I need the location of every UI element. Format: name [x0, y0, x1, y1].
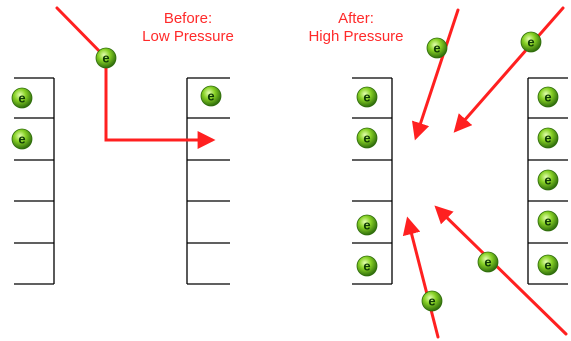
electron-icon: [421, 290, 443, 312]
after-left-particle-3: e: [356, 214, 378, 236]
before-left-particle-2: e: [11, 128, 33, 150]
before-title-line1: Before:: [163, 10, 213, 27]
after-caption: After: High Pressure: [286, 10, 426, 46]
electron-icon: [11, 87, 33, 109]
after-arrow-1: [411, 8, 460, 141]
electron-icon: [356, 214, 378, 236]
after-incoming-particle-3: e: [477, 251, 499, 273]
after-right-particle-5: e: [537, 254, 559, 276]
before-right-wall: [186, 77, 230, 285]
electron-label: e: [544, 173, 551, 188]
electron-icon: [426, 37, 448, 59]
after-title-line2: High Pressure: [308, 28, 404, 45]
electron-icon: [95, 47, 117, 69]
particles-group: e e e e e e e e e e e e e e e e e: [11, 31, 559, 312]
after-right-particle-4: e: [537, 210, 559, 232]
before-title-line2: Low Pressure: [142, 28, 234, 45]
after-right-particle-1: e: [537, 86, 559, 108]
electron-icon: [356, 86, 378, 108]
electron-icon: [356, 255, 378, 277]
electron-label: e: [363, 90, 370, 105]
electron-label: e: [428, 294, 435, 309]
before-left-particle-1: e: [11, 87, 33, 109]
before-particle-moving: e: [95, 47, 117, 69]
electron-icon: [537, 169, 559, 191]
after-right-wall: [527, 77, 568, 285]
before-caption: Before: Low Pressure: [108, 10, 268, 46]
electron-label: e: [207, 89, 214, 104]
electron-label: e: [544, 131, 551, 146]
electron-label: e: [433, 41, 440, 56]
before-left-wall: [14, 77, 55, 285]
after-arrow-3: [402, 216, 440, 339]
before-arrow-path: [55, 6, 216, 149]
electron-icon: [477, 251, 499, 273]
electron-label: e: [18, 91, 25, 106]
after-arrow-4: [434, 205, 568, 336]
after-arrow-2: [453, 6, 565, 133]
electron-label: e: [363, 131, 370, 146]
after-title-line1: After:: [338, 10, 374, 27]
electron-label: e: [544, 90, 551, 105]
electron-icon: [537, 254, 559, 276]
after-right-particle-2: e: [537, 127, 559, 149]
electron-icon: [11, 128, 33, 150]
electron-label: e: [18, 132, 25, 147]
electron-label: e: [544, 214, 551, 229]
after-left-wall: [352, 77, 393, 285]
after-incoming-particle-4: e: [421, 290, 443, 312]
electron-label: e: [363, 218, 370, 233]
electron-label: e: [527, 35, 534, 50]
electron-label: e: [102, 51, 109, 66]
after-left-particle-2: e: [356, 127, 378, 149]
electron-icon: [537, 210, 559, 232]
electron-label: e: [363, 259, 370, 274]
before-right-particle-1: e: [200, 85, 222, 107]
electron-icon: [356, 127, 378, 149]
electron-label: e: [484, 255, 491, 270]
after-left-particle-1: e: [356, 86, 378, 108]
electron-label: e: [544, 258, 551, 273]
electron-icon: [537, 127, 559, 149]
electron-icon: [520, 31, 542, 53]
electron-icon: [537, 86, 559, 108]
after-right-particle-3: e: [537, 169, 559, 191]
after-left-particle-4: e: [356, 255, 378, 277]
after-incoming-particle-1: e: [426, 37, 448, 59]
after-incoming-particle-2: e: [520, 31, 542, 53]
electron-icon: [200, 85, 222, 107]
